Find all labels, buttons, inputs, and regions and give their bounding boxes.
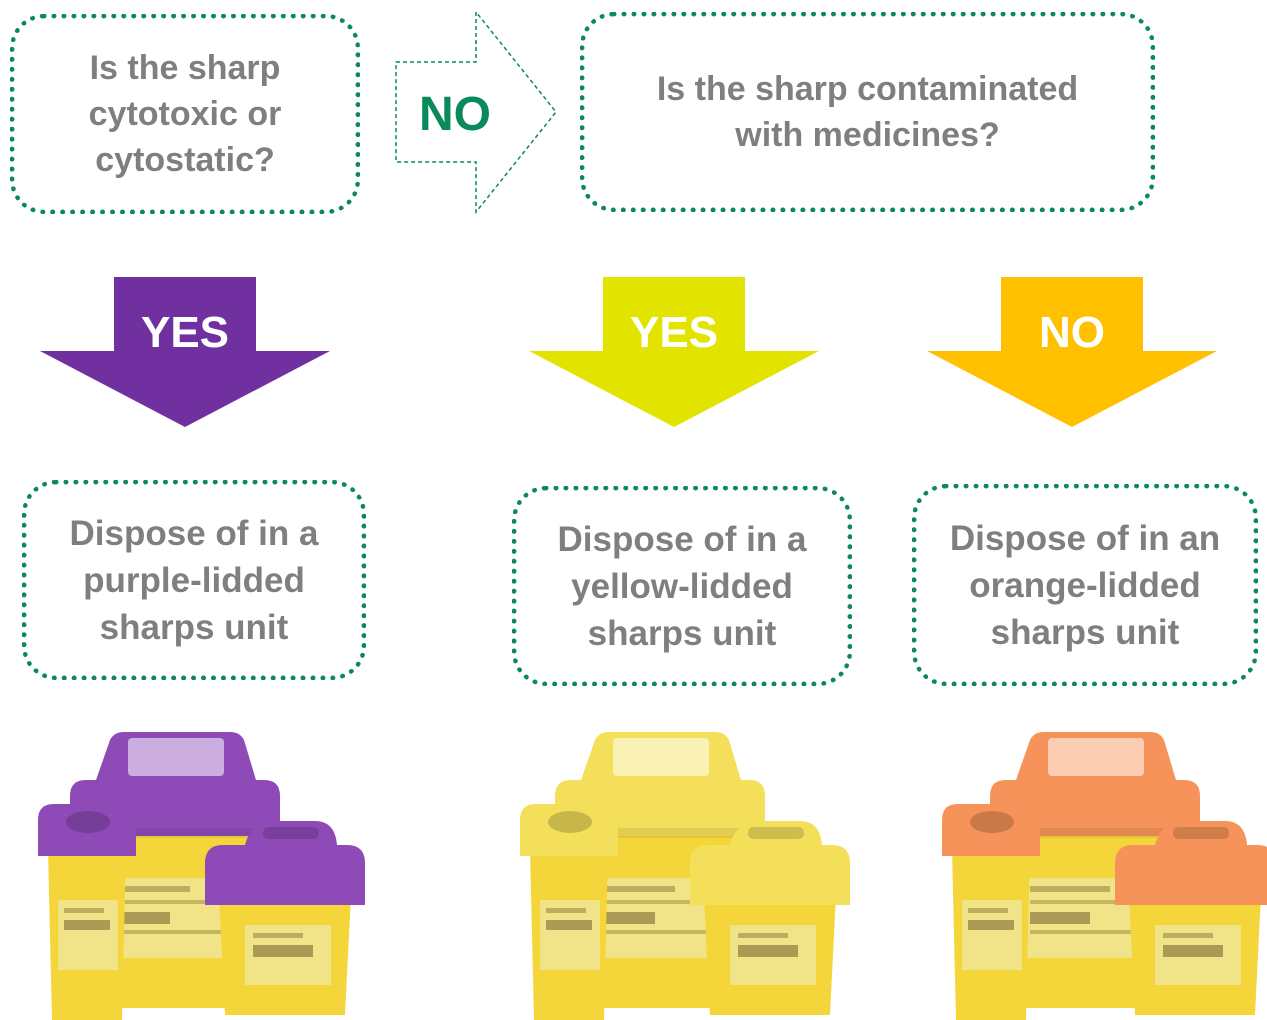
question-cytotoxic-box: Is the sharp cytotoxic or cytostatic? [10,14,360,214]
yellow-yes-arrow: YES [529,277,819,427]
no-connector-label: NO [419,88,491,141]
dispose-yellow-box: Dispose of in a yellow-lidded sharps uni… [512,486,852,686]
purple-lidded-sharps-bins-image [38,732,365,1020]
yellow-yes-label: YES [630,308,718,357]
question-medicines-box: Is the sharp contaminated with medicines… [580,12,1155,212]
question-medicines-text: Is the sharp contaminated with medicines… [656,70,1079,154]
purple-yes-arrow: YES [40,277,330,427]
orange-no-arrow: NO [927,277,1217,427]
orange-lidded-sharps-bins-image [942,732,1267,1020]
purple-yes-label: YES [141,308,229,357]
no-connector-arrow: NO [395,9,557,215]
dispose-purple-text: Dispose of in a purple-lidded sharps uni… [69,513,319,647]
dispose-purple-box: Dispose of in a purple-lidded sharps uni… [22,480,366,680]
question-cytotoxic-text: Is the sharp cytotoxic or cytostatic? [88,49,282,179]
yellow-lidded-sharps-bins-image [520,732,850,1020]
dispose-yellow-text: Dispose of in a yellow-lidded sharps uni… [557,519,807,653]
orange-no-label: NO [1039,308,1105,357]
dispose-orange-box: Dispose of in an orange-lidded sharps un… [912,484,1258,686]
dispose-orange-text: Dispose of in an orange-lidded sharps un… [949,518,1221,652]
